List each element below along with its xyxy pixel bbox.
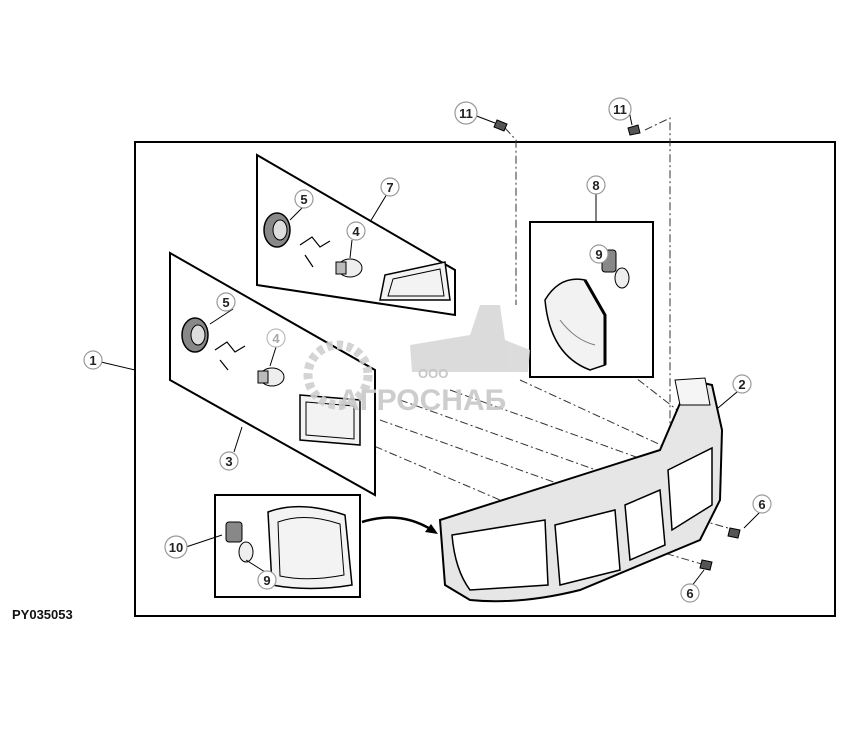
- svg-text:5: 5: [300, 192, 307, 207]
- svg-text:11: 11: [459, 106, 473, 121]
- callout-4-faded: 4: [266, 328, 286, 348]
- headlamp-assembly-3: [169, 251, 376, 497]
- seal-ring-icon: [181, 317, 209, 353]
- install-arrow-icon: [361, 516, 433, 532]
- work-light-lamp-icon: [267, 505, 353, 590]
- watermark-company-prefix: ООО: [418, 366, 448, 381]
- svg-text:1: 1: [89, 353, 96, 368]
- callout-1: 1: [83, 350, 103, 370]
- screw-icon: [727, 527, 741, 539]
- seal-ring-icon: [263, 212, 291, 248]
- retaining-clip-icon: [299, 236, 331, 268]
- halogen-bulb-icon: [335, 258, 363, 278]
- callout-11-left: 11: [454, 101, 478, 125]
- callout-7: 7: [380, 177, 400, 197]
- work-light-assembly-10: [214, 494, 361, 598]
- svg-text:6: 6: [686, 586, 693, 601]
- callout-9-worklight: 9: [257, 570, 277, 590]
- watermark: ООО АГРОСНАБ: [303, 305, 530, 417]
- svg-text:4: 4: [352, 224, 360, 239]
- lamp-housing-icon: [379, 261, 451, 301]
- screw-icon: [627, 124, 641, 136]
- callout-2: 2: [732, 374, 752, 394]
- svg-text:9: 9: [263, 573, 270, 588]
- svg-text:3: 3: [225, 454, 232, 469]
- callout-6-right: 6: [752, 494, 772, 514]
- callout-8: 8: [586, 175, 606, 195]
- assembly-frame: [134, 141, 836, 617]
- install-arrowhead-icon: [425, 524, 438, 534]
- turn-signal-assembly-8: [529, 221, 654, 378]
- svg-text:6: 6: [758, 497, 765, 512]
- callout-10: 10: [164, 535, 188, 559]
- leader-lines: [100, 110, 762, 588]
- figure-part-code: PY035053: [12, 607, 73, 622]
- svg-text:2: 2: [738, 377, 745, 392]
- callout-11-right: 11: [608, 97, 632, 121]
- bulb-socket-icon: [225, 521, 254, 563]
- light-bezel: [438, 377, 724, 603]
- svg-text:4: 4: [272, 331, 280, 346]
- svg-text:11: 11: [613, 102, 627, 117]
- svg-text:7: 7: [386, 180, 393, 195]
- svg-text:8: 8: [592, 178, 599, 193]
- retaining-clip-icon: [214, 341, 246, 371]
- callout-5-top: 5: [294, 189, 314, 209]
- svg-text:5: 5: [222, 295, 229, 310]
- svg-text:10: 10: [169, 540, 183, 555]
- svg-text:9: 9: [595, 247, 602, 262]
- callout-5-bottom: 5: [216, 292, 236, 312]
- callout-3: 3: [219, 451, 239, 471]
- screw-icon: [493, 119, 508, 132]
- callout-6-bottom: 6: [680, 583, 700, 603]
- watermark-tractor-icon: [410, 305, 530, 372]
- callout-9-signal: 9: [589, 244, 609, 264]
- watermark-gear-icon: [303, 340, 373, 410]
- signal-lens-icon: [544, 278, 607, 371]
- screw-icon: [699, 559, 713, 571]
- halogen-bulb-icon: [257, 367, 285, 387]
- watermark-brand: АГРОСНАБ: [338, 384, 506, 417]
- callout-4: 4: [346, 221, 366, 241]
